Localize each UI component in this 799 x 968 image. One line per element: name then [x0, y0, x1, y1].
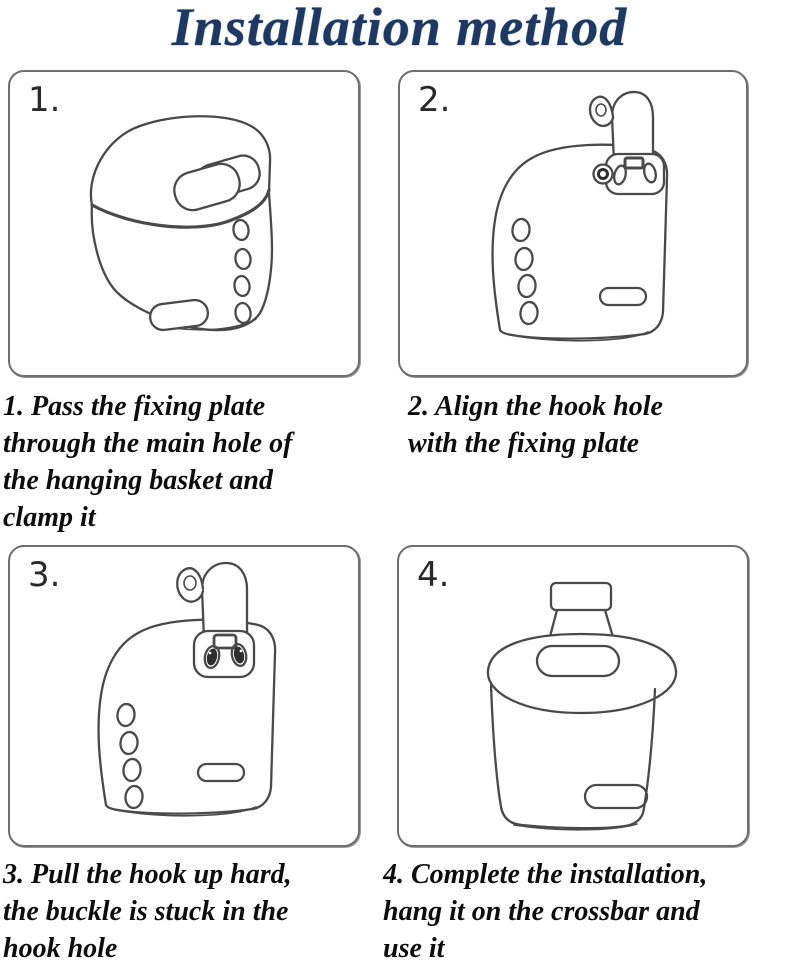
step-3-number: 3. [28, 555, 61, 595]
basket-hook-pulled-illustration [97, 561, 277, 817]
caption-line: hook hole [3, 933, 118, 964]
caption-line: 4. Complete the installation, [383, 859, 708, 890]
caption-line: 1. Pass the fixing plate [3, 391, 266, 422]
step-4-panel: 4. [397, 545, 749, 847]
caption-line: 3. Pull the hook up hard, [3, 859, 292, 890]
basket-perspective-illustration [89, 115, 274, 332]
step-3-caption: 3. Pull the hook up hard, the buckle is … [3, 856, 292, 967]
step-2-caption: 2. Align the hook hole with the fixing p… [408, 388, 663, 462]
caption-line: the hanging basket and [3, 465, 273, 496]
caption-line: through the main hole of [3, 428, 293, 459]
step-2-panel: 2. [398, 70, 748, 377]
caption-line: use it [383, 933, 445, 964]
caption-line: the buckle is stuck in the [3, 896, 289, 927]
caption-line: clamp it [3, 502, 96, 533]
caption-line: with the fixing plate [408, 428, 640, 459]
step-4-caption: 4. Complete the installation, hang it on… [383, 856, 707, 967]
caption-line: 2. Align the hook hole [408, 391, 663, 422]
page-title: Installation method [171, 0, 628, 57]
step-1-panel: 1. [8, 70, 360, 377]
step-2-number: 2. [418, 80, 451, 120]
step-4-number: 4. [417, 555, 450, 595]
caption-line: hang it on the crossbar and [383, 896, 700, 927]
step-3-panel: 3. [8, 545, 360, 847]
step-1-caption: 1. Pass the fixing plate through the mai… [3, 388, 292, 536]
basket-installed-illustration [486, 581, 678, 831]
basket-hook-aligned-illustration [491, 90, 669, 342]
step-1-number: 1. [28, 80, 61, 120]
